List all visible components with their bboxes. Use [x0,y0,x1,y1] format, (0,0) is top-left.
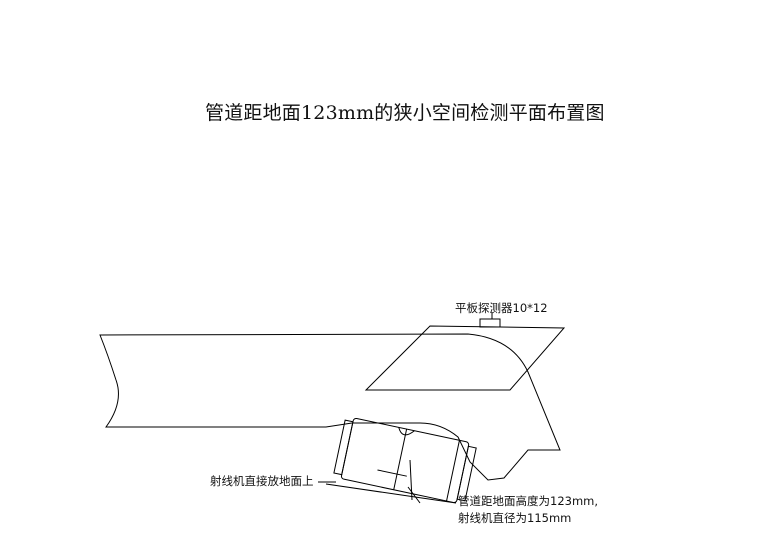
dimension-extension-line [409,459,413,501]
flat-panel-detector [364,325,566,391]
detector-label: 平板探测器10*12 [455,301,548,315]
source-diameter-label: 射线机直径为115mm [458,511,572,525]
pipe-height-label: 管道距地面高度为123mm, [458,494,599,508]
xray-source [333,417,477,504]
xray-source-cap-right [456,445,477,502]
xray-source-body [340,417,470,504]
diameter-dimension-line [407,486,421,504]
diagram-title: 管道距地面123mm的狭小空间检测平面布置图 [205,102,605,124]
pipe-outline [99,333,561,481]
height-dimension-line [325,483,457,504]
source-on-ground-label: 射线机直接放地面上 [210,474,314,488]
detector-connector [479,318,501,328]
xray-source-cap-left [333,419,354,476]
